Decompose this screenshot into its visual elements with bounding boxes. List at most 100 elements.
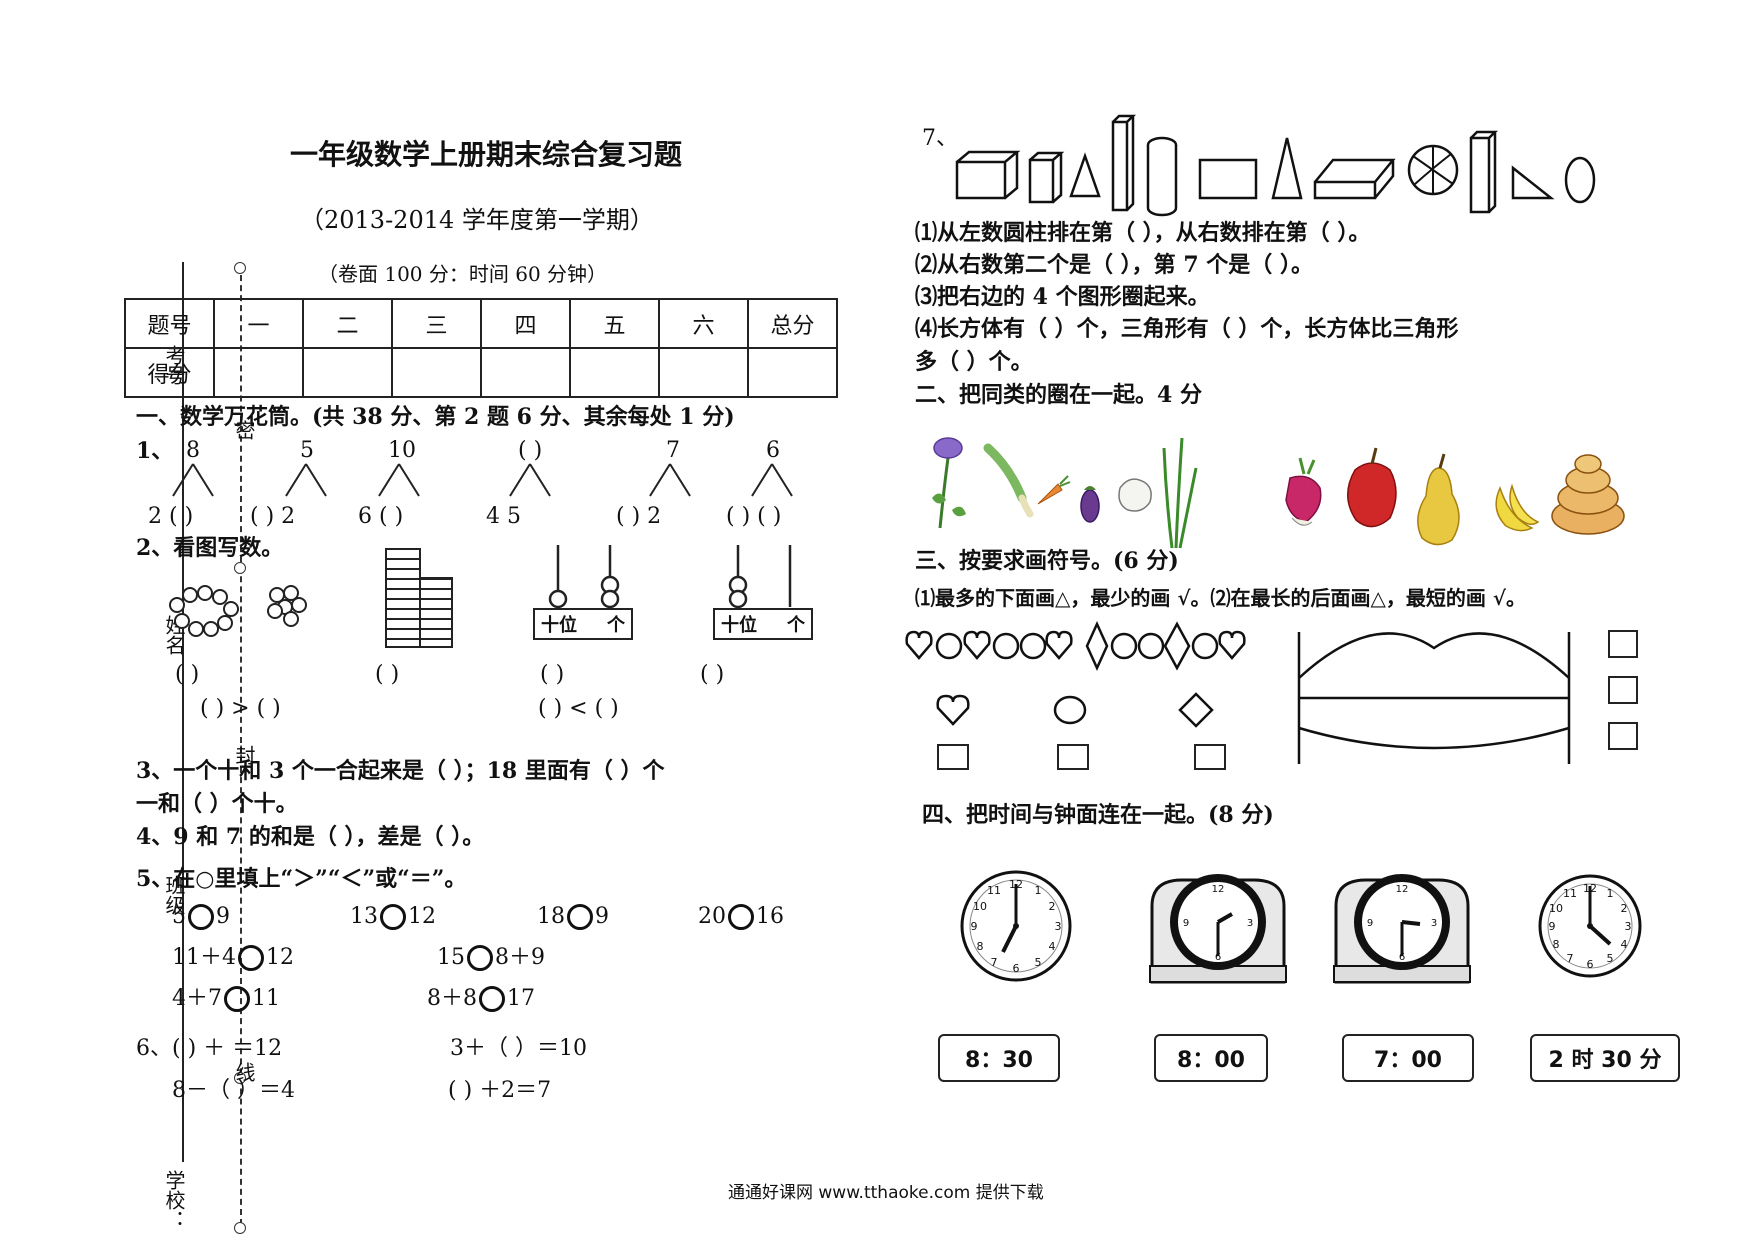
svg-text:4: 4 bbox=[1621, 938, 1628, 951]
q6-equation[interactable]: 8－（ ）＝4 bbox=[172, 1078, 295, 1103]
line-length-figure bbox=[1297, 632, 1571, 764]
pineapple-icon bbox=[1551, 454, 1625, 535]
answer-box[interactable] bbox=[1057, 744, 1089, 770]
answer-box[interactable] bbox=[1608, 722, 1638, 750]
svg-text:9: 9 bbox=[1367, 918, 1373, 929]
time-label-box[interactable]: 7：00 bbox=[1342, 1034, 1474, 1082]
circle-shape bbox=[1137, 632, 1165, 660]
svg-text:2: 2 bbox=[1049, 900, 1056, 913]
answer-box[interactable] bbox=[1608, 630, 1638, 658]
heart-shape bbox=[963, 630, 991, 660]
curve-bottom bbox=[1298, 726, 1570, 750]
section-2-title: 二、把同类的圈在一起。4 分 bbox=[915, 382, 1202, 408]
classify-pictures bbox=[932, 437, 1625, 549]
svg-text:9: 9 bbox=[1183, 918, 1189, 929]
score-input-cell[interactable] bbox=[747, 347, 838, 398]
triangle-shape bbox=[1069, 152, 1101, 198]
score-input-cell[interactable] bbox=[213, 347, 304, 398]
binding-hole bbox=[234, 1072, 246, 1084]
svg-text:11: 11 bbox=[987, 884, 1001, 897]
svg-text:3: 3 bbox=[1247, 918, 1253, 929]
radish-icon bbox=[1285, 457, 1322, 526]
q2-compare-greater[interactable]: ( ) > ( ) bbox=[200, 696, 281, 721]
q2-answer-blank[interactable]: ( ) bbox=[540, 662, 565, 687]
compare-circle-blank[interactable] bbox=[479, 986, 505, 1012]
answer-box[interactable] bbox=[1608, 676, 1638, 704]
circle-shape bbox=[992, 632, 1020, 660]
q1-top-number: 7 bbox=[666, 438, 680, 463]
triangle-shape bbox=[1271, 137, 1303, 200]
svg-text:6: 6 bbox=[1399, 952, 1405, 963]
q5-left-operand: 8＋8 bbox=[427, 986, 477, 1011]
compare-circle-blank[interactable] bbox=[238, 945, 264, 971]
heart-shape bbox=[1045, 630, 1073, 660]
q5-left-operand: 5 bbox=[172, 904, 186, 929]
score-table: 题号 一 二 三 四 五 六 总分 得分 bbox=[124, 298, 838, 398]
q7-sub-3: ⑶把右边的 4 个图形圈起来。 bbox=[915, 284, 1210, 310]
compare-circle-blank[interactable] bbox=[567, 904, 593, 930]
binding-hole bbox=[234, 562, 246, 574]
score-input-cell[interactable] bbox=[658, 347, 749, 398]
score-input-cell[interactable] bbox=[569, 347, 660, 398]
svg-text:6: 6 bbox=[1215, 952, 1221, 963]
q3-line-1: 3、一个十和 3 个一合起来是（ ）；18 里面有（ ）个 bbox=[136, 758, 665, 784]
heart-shape bbox=[1218, 630, 1246, 660]
score-cell: 一 bbox=[213, 298, 304, 349]
compare-circle-blank[interactable] bbox=[380, 904, 406, 930]
compare-circle-blank[interactable] bbox=[224, 986, 250, 1012]
q6-equation[interactable]: 6、( ) ＋ ＝12 bbox=[136, 1036, 283, 1061]
score-input-cell[interactable] bbox=[391, 347, 482, 398]
score-input-cell[interactable] bbox=[480, 347, 571, 398]
svg-text:1: 1 bbox=[1035, 884, 1042, 897]
q1-bottom-pair: 4 5 bbox=[486, 504, 521, 529]
diamond-shape bbox=[1085, 620, 1109, 672]
q6-equation[interactable]: 3＋（ ）＝10 bbox=[450, 1036, 587, 1061]
svg-text:7: 7 bbox=[1567, 952, 1574, 965]
ones-place-label: 个 bbox=[787, 615, 805, 636]
clock-alarm-1: 12 3 6 9 bbox=[1149, 874, 1287, 984]
svg-text:1: 1 bbox=[1607, 887, 1614, 900]
pear-icon bbox=[1417, 453, 1460, 546]
q1-bottom-pair: ( ) 2 bbox=[250, 504, 296, 529]
compare-circle-blank[interactable] bbox=[188, 904, 214, 930]
q2-answer-blank[interactable]: ( ) bbox=[375, 662, 400, 687]
svg-text:12: 12 bbox=[1212, 884, 1225, 895]
q1-split-lines bbox=[172, 463, 793, 497]
q5-left-operand: 11＋4 bbox=[172, 945, 236, 970]
q2-answer-blank[interactable]: ( ) bbox=[700, 662, 725, 687]
circle-shape bbox=[1053, 695, 1087, 725]
compare-circle-blank[interactable] bbox=[467, 945, 493, 971]
binding-hole bbox=[234, 262, 246, 274]
q1-bottom-pair: 6 ( ) bbox=[358, 504, 404, 529]
time-label-box[interactable]: 2 时 30 分 bbox=[1530, 1034, 1680, 1082]
compare-circle-blank[interactable] bbox=[728, 904, 754, 930]
time-label-box[interactable]: 8：30 bbox=[938, 1034, 1060, 1082]
time-label-box[interactable]: 8：00 bbox=[1154, 1034, 1268, 1082]
q1-top-number: 6 bbox=[766, 438, 780, 463]
score-input-cell[interactable] bbox=[302, 347, 393, 398]
q2-answer-blank[interactable]: ( ) bbox=[175, 662, 200, 687]
answer-box[interactable] bbox=[1194, 744, 1226, 770]
q1-top-number: 8 bbox=[186, 438, 200, 463]
svg-text:2: 2 bbox=[1621, 902, 1628, 915]
svg-text:4: 4 bbox=[1049, 940, 1056, 953]
score-cell: 五 bbox=[569, 298, 660, 349]
answer-box[interactable] bbox=[937, 744, 969, 770]
heart-shape bbox=[905, 630, 933, 660]
tens-place-label: 十位 bbox=[721, 615, 757, 636]
svg-text:3: 3 bbox=[1625, 920, 1632, 933]
q6-equation[interactable]: ( ) ＋2＝7 bbox=[448, 1078, 552, 1103]
diamond-shape bbox=[1163, 621, 1191, 671]
svg-text:5: 5 bbox=[1607, 952, 1614, 965]
q2-compare-less[interactable]: ( ) < ( ) bbox=[538, 696, 619, 721]
binding-mark-seal: 线 bbox=[232, 1062, 256, 1082]
svg-text:9: 9 bbox=[971, 920, 978, 933]
q5-left-operand: 20 bbox=[698, 904, 726, 929]
circle-shape bbox=[1110, 632, 1138, 660]
svg-text:10: 10 bbox=[1549, 902, 1563, 915]
score-table-score-row: 得分 bbox=[124, 347, 838, 398]
